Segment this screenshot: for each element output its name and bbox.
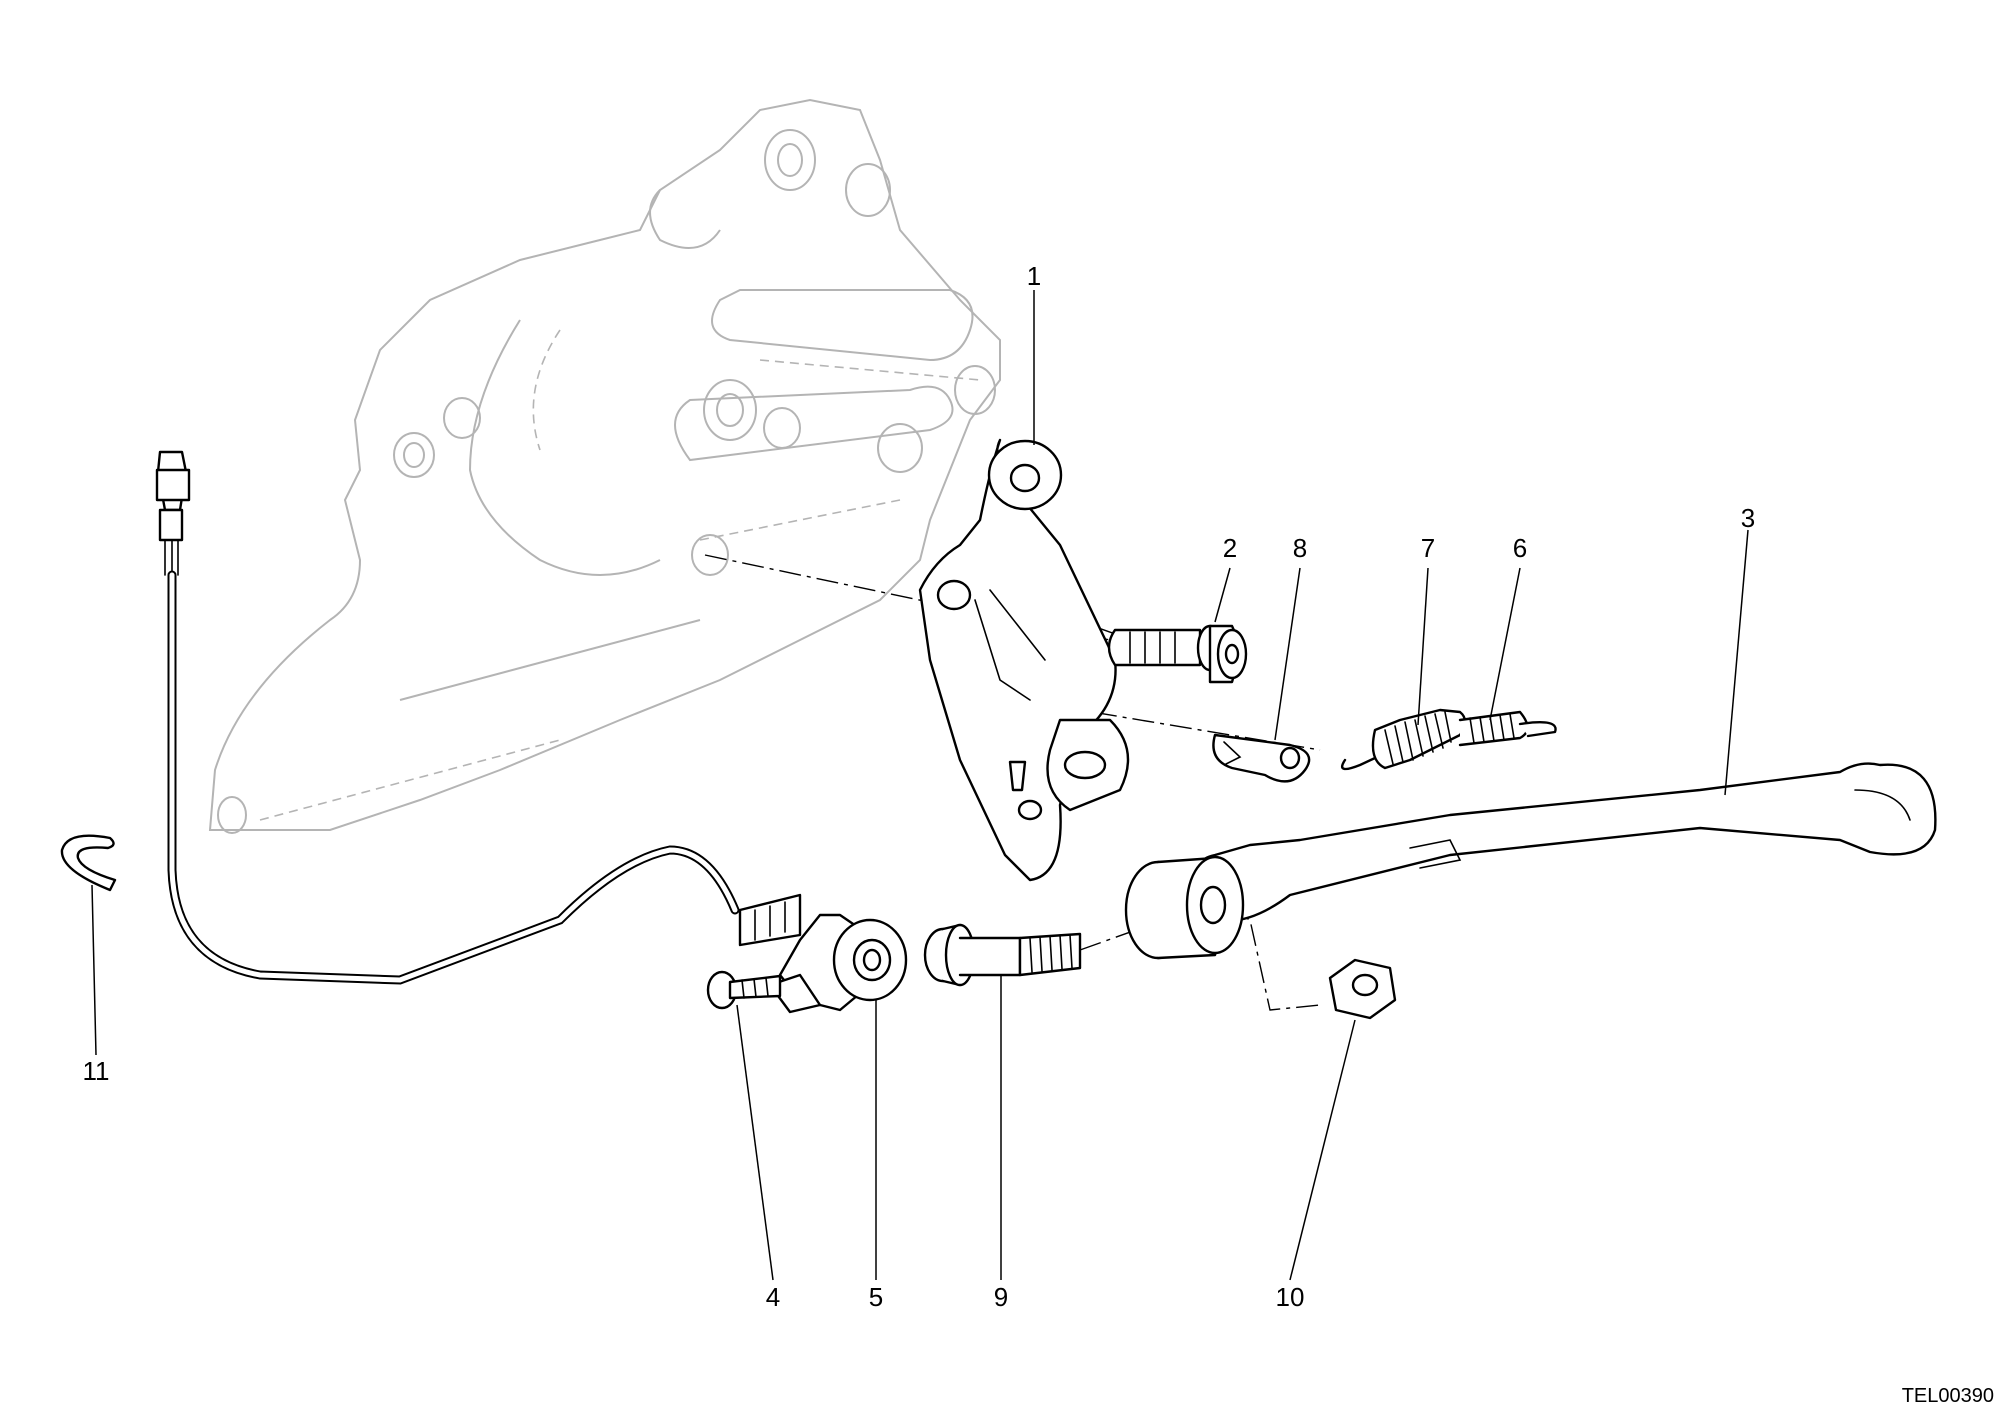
callout-labels: 1 2 3 4 5 6 7 8 9 10 11 [83, 261, 1756, 1312]
callout-2: 2 [1223, 533, 1237, 563]
cable-clip [60, 834, 117, 892]
callout-6: 6 [1513, 533, 1527, 563]
drawing-code: TEL00390 [1902, 1385, 1994, 1407]
return-springs [1340, 708, 1557, 771]
engine-crankcase-ghost [208, 98, 1001, 834]
callout-4: 4 [766, 1282, 780, 1312]
callout-3: 3 [1741, 503, 1755, 533]
side-stand-leg [1124, 762, 1937, 960]
callout-8: 8 [1293, 533, 1307, 563]
callout-1: 1 [1027, 261, 1041, 291]
stand-bracket [918, 438, 1130, 882]
leader-lines [91, 290, 1749, 1281]
wiring-harness [155, 450, 740, 985]
stand-switch [738, 893, 908, 1014]
spring-hook-plate [1212, 733, 1311, 783]
callout-7: 7 [1421, 533, 1435, 563]
callout-10: 10 [1276, 1282, 1305, 1312]
small-screw [706, 970, 782, 1010]
callout-11: 11 [83, 1056, 110, 1086]
callout-5: 5 [869, 1282, 883, 1312]
nut [1328, 958, 1397, 1020]
stand-pivot-pin [923, 923, 1082, 987]
pivot-bolt [1107, 624, 1248, 684]
callout-9: 9 [994, 1282, 1008, 1312]
